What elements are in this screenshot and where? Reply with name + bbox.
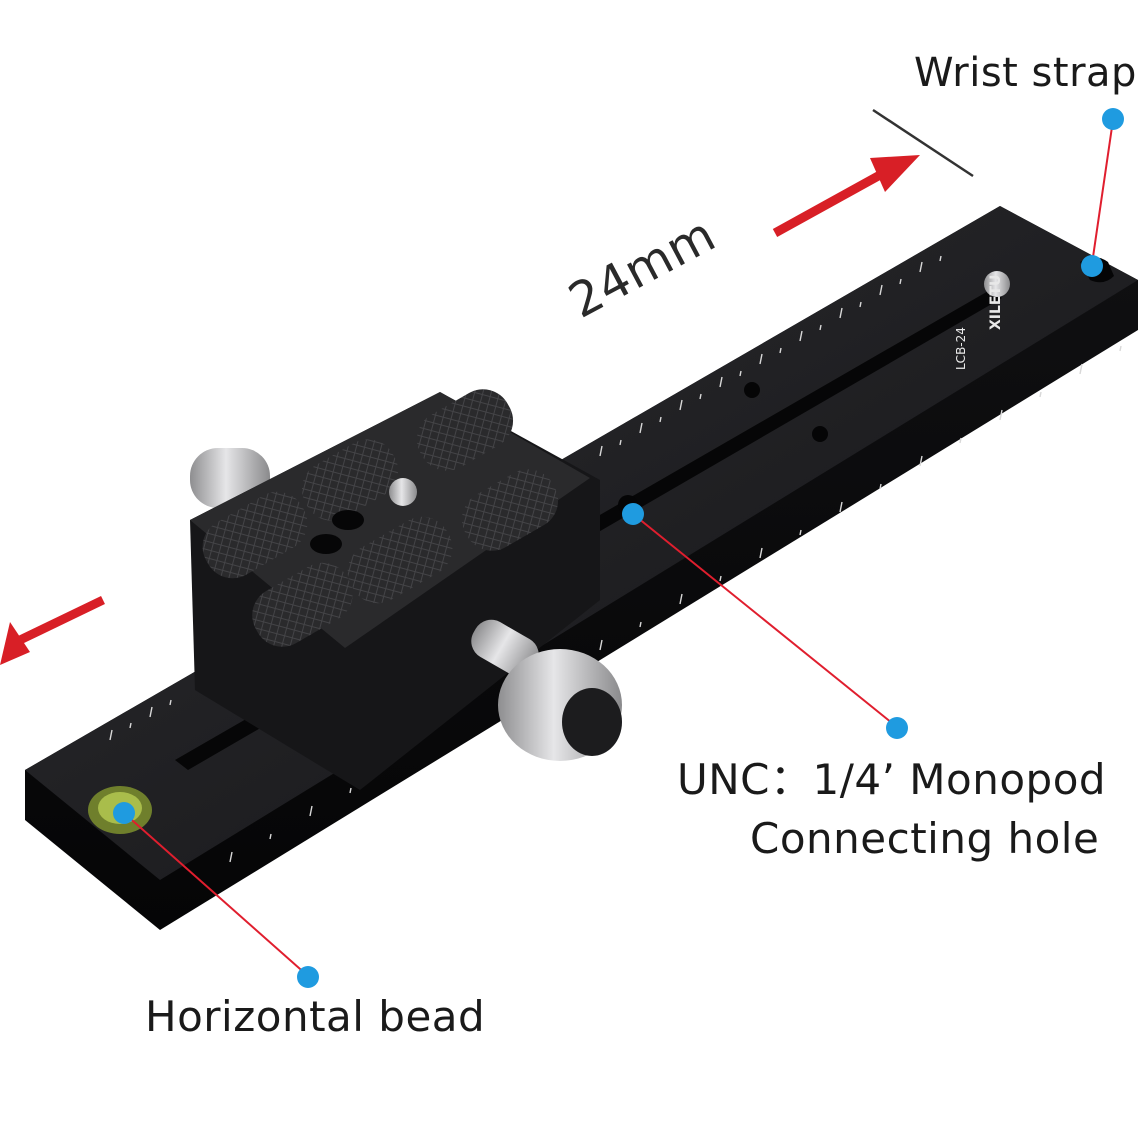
camera-screw xyxy=(389,478,417,506)
mounting-hole xyxy=(812,426,828,442)
lock-knob-face xyxy=(562,688,622,756)
callout-dot-icon xyxy=(1081,255,1103,277)
label-wrist-strap: Wrist strap xyxy=(914,50,1137,96)
callout-dot-icon xyxy=(622,503,644,525)
callout-dot-icon xyxy=(113,802,135,824)
callout-monopod-hole xyxy=(622,503,908,739)
rubber-pads xyxy=(202,389,559,647)
clamp-assembly xyxy=(190,389,622,790)
screw-slot xyxy=(332,510,364,530)
mounting-hole xyxy=(744,382,760,398)
end-stop-screw xyxy=(984,271,1010,297)
callout-wrist-strap xyxy=(1081,108,1124,277)
dimension-line xyxy=(872,108,974,178)
arrow-right-icon xyxy=(772,155,920,237)
screw-slot xyxy=(310,534,342,554)
arrow-left-icon xyxy=(0,595,105,665)
callout-dot-icon xyxy=(1102,108,1124,130)
label-horizontal-bead: Horizontal bead xyxy=(145,992,486,1041)
label-unc-monopod: UNC：1/4’ Monopod xyxy=(677,755,1107,804)
plate-model: LCB-24 xyxy=(954,327,968,370)
rail-scale-ticks-lower xyxy=(229,345,1122,863)
label-connecting-hole: Connecting hole xyxy=(750,814,1100,863)
callout-horizontal-bead xyxy=(113,802,319,988)
callout-dot-icon xyxy=(297,966,319,988)
callout-dot-icon xyxy=(886,717,908,739)
plate-brand: XILETU xyxy=(988,275,1004,330)
rail-scale-ticks xyxy=(109,255,942,741)
